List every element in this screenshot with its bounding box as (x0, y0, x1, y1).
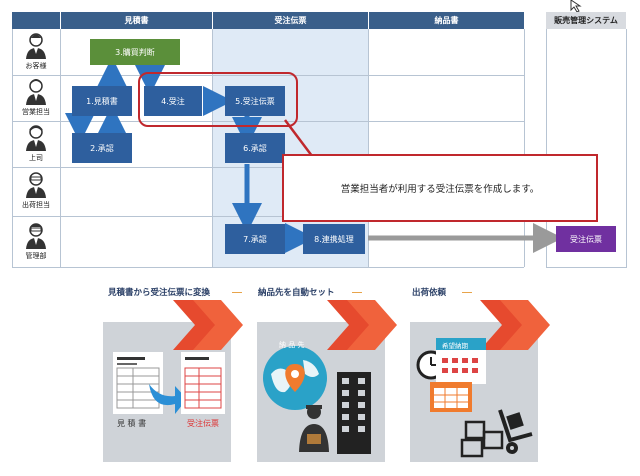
sales-person-icon (26, 79, 46, 105)
step-8-integration: 8.連携処理 (303, 224, 365, 254)
desired-delivery-date-label: 希望納期 (442, 342, 468, 350)
globe-pin-icon (263, 346, 327, 410)
header-delivery-note: 納品書 (369, 12, 524, 29)
hand-truck-boxes-icon (460, 409, 533, 458)
header-system: 販売管理システム (546, 12, 626, 29)
header-blank (12, 12, 60, 29)
feature-card-shipping-request: 希望納期 (410, 300, 550, 462)
step-6-approval: 6.承認 (225, 133, 285, 163)
order-slip-label: 受注伝票 (187, 419, 219, 428)
actor-shipping: 出荷担当 (12, 171, 60, 210)
step-4-order: 4.受注 (144, 86, 202, 116)
delivery-destination-label: 納 品 先 (279, 341, 305, 349)
feature-card-convert: 見 積 書 受注伝票 (103, 300, 243, 462)
step-7-approval: 7.承認 (225, 224, 285, 254)
estimate-document-icon (113, 352, 163, 414)
actor-sales: 営業担当 (12, 78, 60, 117)
convert-arrow-icon (149, 384, 187, 414)
order-slip-document-icon (181, 352, 225, 414)
boss-icon (26, 125, 46, 151)
actor-customer: お客様 (12, 32, 60, 71)
customer-icon (26, 33, 46, 59)
estimate-label: 見 積 書 (117, 419, 147, 428)
step-1-estimate: 1.見積書 (72, 86, 132, 116)
feature-title-3: 出荷依頼 (412, 288, 447, 298)
red-chevron-icon (480, 300, 550, 350)
feature-title-1: 見積書から受注伝票に変換 (108, 288, 211, 298)
red-chevron-icon (173, 300, 243, 350)
step-5-order-slip: 5.受注伝票 (225, 86, 285, 116)
header-estimate: 見積書 (61, 12, 212, 29)
header-order-slip: 受注伝票 (213, 12, 368, 29)
actor-boss: 上司 (12, 124, 60, 163)
order-form-icon (430, 382, 472, 412)
mouse-cursor-icon (570, 0, 582, 12)
feature-card-auto-set: 納 品 先 (257, 300, 397, 462)
admin-staff-icon (26, 223, 46, 249)
system-order-slip: 受注伝票 (556, 226, 616, 252)
callout-message: 営業担当者が利用する受注伝票を作成します。 (282, 154, 598, 222)
red-chevron-icon (327, 300, 397, 350)
step-3-purchase-decision: 3.購買判断 (90, 39, 180, 65)
feature-title-2: 納品先を自動セット (258, 288, 335, 298)
calendar-icon (436, 338, 486, 384)
actor-admin: 管理部 (12, 222, 60, 261)
highlight-ring (138, 72, 298, 127)
building-icon (337, 372, 371, 454)
delivery-person-icon (299, 405, 329, 452)
step-2-approval: 2.承認 (72, 133, 132, 163)
shipping-staff-icon (26, 172, 46, 198)
